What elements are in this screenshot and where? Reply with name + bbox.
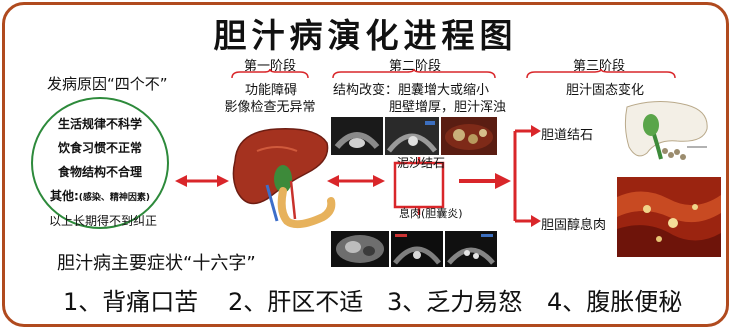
- stage1-line2: 影像检查无异常: [224, 100, 316, 115]
- cause-item-other: 其他:(感染、精神因素): [33, 187, 167, 204]
- stage3-branch-arrows: [513, 125, 541, 227]
- cause-other-label: 其他:: [49, 189, 79, 203]
- stage1-label: 第一阶段: [243, 59, 296, 74]
- ct-image: [331, 231, 389, 267]
- cause-other-note: (感染、精神因素): [78, 193, 151, 203]
- cause-item-2: 饮食习惯不正常: [57, 141, 142, 155]
- stage2-label: 第二阶段: [388, 59, 441, 74]
- stage1-line1: 功能障碍: [244, 83, 297, 98]
- stage2-branch-top: 泥沙结石: [397, 156, 446, 170]
- gallstone-illustration: [624, 101, 708, 160]
- stage2-brace: [332, 69, 496, 79]
- symptom-2: 2、肝区不适: [228, 288, 364, 316]
- ultrasound-image-2: [385, 117, 439, 155]
- stage2-branch-bottom: 息肉(胆囊炎): [399, 207, 463, 220]
- ultrasound-image-1: [331, 117, 383, 155]
- stage3-line1: 胆汁固态变化: [565, 83, 644, 98]
- cholesterol-polyp-photo: [617, 177, 721, 257]
- arrow-stage2-to-stage3: [459, 173, 511, 189]
- causes-footnote: 以上长期得不到纠正: [49, 214, 158, 228]
- stage3-brace: [526, 69, 676, 79]
- symptoms-title: 胆汁病主要症状“十六字”: [57, 253, 256, 274]
- symptom-1: 1、背痛口苦: [63, 288, 199, 316]
- symptom-4: 4、腹胀便秘: [547, 288, 683, 316]
- stage2-branch-box: [393, 157, 445, 215]
- stage2-line1: 结构改变：胆囊增大或缩小: [333, 83, 490, 98]
- ultrasound-image-3: [391, 231, 443, 267]
- stage3-outcome-top: 胆道结石: [541, 128, 594, 143]
- stage3-outcome-bottom: 胆固醇息肉: [541, 218, 607, 233]
- cause-item-3: 食物结构不合理: [57, 165, 142, 179]
- causes-title: 发病原因“四个不”: [47, 75, 168, 93]
- causes-circle: 生活规律不科学 饮食习惯不正常 食物结构不合理 其他:(感染、精神因素): [31, 97, 169, 229]
- cause-item-1: 生活规律不科学: [57, 117, 142, 131]
- stage2-line2: 胆壁增厚，胆汁浑浊: [389, 100, 507, 115]
- stage3-label: 第三阶段: [572, 59, 625, 74]
- stage1-brace: [231, 69, 309, 79]
- symptom-3: 3、乏力易怒: [387, 288, 523, 316]
- liver-illustration: [232, 128, 336, 229]
- gallbladder-stone-photo: [441, 117, 497, 155]
- ultrasound-image-4: [445, 231, 497, 267]
- arrow-stage1-to-stage2: [327, 175, 385, 187]
- diagram-title: 胆汁病演化进程图: [213, 16, 518, 55]
- arrow-causes-to-stage1: [175, 175, 229, 187]
